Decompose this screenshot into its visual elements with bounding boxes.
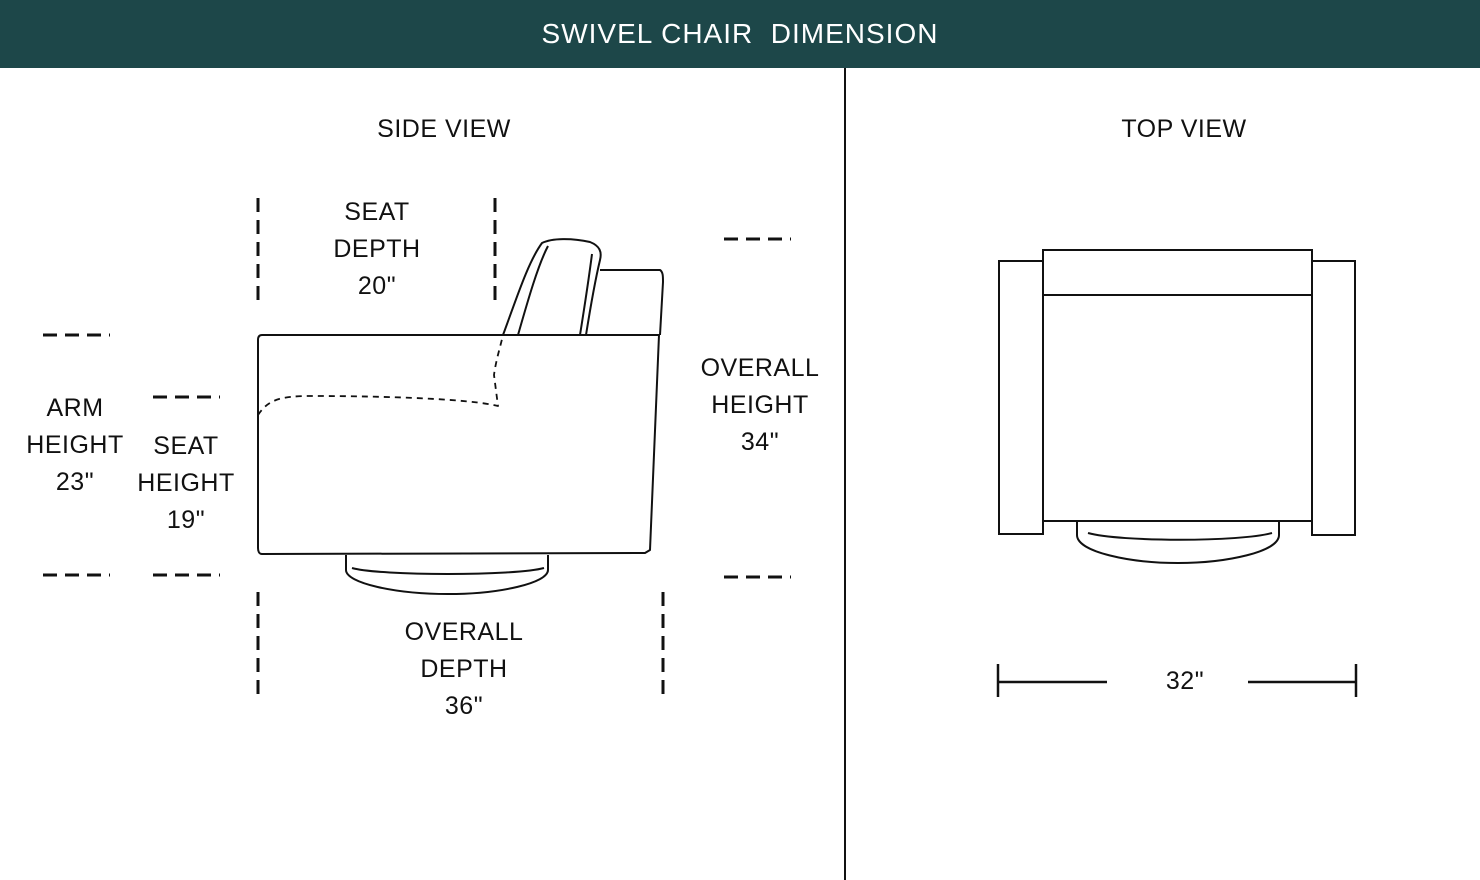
overall-height-value: 34" xyxy=(740,428,780,456)
view-divider xyxy=(844,68,846,880)
top-view-title: TOP VIEW xyxy=(1121,115,1247,143)
seat-height-line2: HEIGHT xyxy=(137,469,235,497)
side-view-title: SIDE VIEW xyxy=(377,115,511,143)
top-view-chair xyxy=(998,249,1356,565)
seat-height-line1: SEAT xyxy=(153,432,219,460)
swivel-base-rim xyxy=(351,567,545,575)
top-view-seat xyxy=(1042,249,1313,522)
arm-height-line2: HEIGHT xyxy=(26,431,124,459)
back-cushion-crease-2 xyxy=(579,253,593,336)
back-cushion-crease xyxy=(517,245,549,336)
overall-depth-value: 36" xyxy=(444,692,484,720)
width-value: 32" xyxy=(1165,667,1205,695)
overall-depth-line2: DEPTH xyxy=(420,655,508,683)
seat-depth-line2: DEPTH xyxy=(333,235,421,263)
overall-height-label: OVERALL HEIGHT 34" xyxy=(690,350,830,461)
seat-depth-line1: SEAT xyxy=(344,198,410,226)
arm-height-label: ARM HEIGHT 23" xyxy=(15,390,135,501)
header-bar: SWIVEL CHAIR DIMENSION xyxy=(0,0,1480,68)
top-view-swivel-base xyxy=(1076,521,1280,565)
seat-height-value: 19" xyxy=(166,506,206,534)
seat-height-label: SEAT HEIGHT 19" xyxy=(126,428,246,539)
chair-body xyxy=(257,334,660,555)
top-view-swivel-rim xyxy=(1087,532,1273,541)
top-view-right-arm xyxy=(1311,260,1356,536)
arm-height-value: 23" xyxy=(55,468,95,496)
seat-depth-label: SEAT DEPTH 20" xyxy=(307,194,447,305)
seat-depth-value: 20" xyxy=(357,272,397,300)
page-title: SWIVEL CHAIR DIMENSION xyxy=(541,18,939,49)
hidden-seat-line xyxy=(257,334,504,416)
overall-depth-label: OVERALL DEPTH 36" xyxy=(394,614,534,725)
side-view-dimension-marks xyxy=(43,198,791,698)
width-dimension-line xyxy=(996,664,1358,697)
overall-height-line1: OVERALL xyxy=(700,354,820,382)
side-view-chair xyxy=(257,238,664,595)
arm-height-line1: ARM xyxy=(46,394,104,422)
overall-depth-line1: OVERALL xyxy=(404,618,524,646)
top-view-left-arm xyxy=(998,260,1044,535)
back-cushion xyxy=(502,238,602,336)
overall-height-line2: HEIGHT xyxy=(711,391,809,419)
swivel-base xyxy=(345,555,549,595)
back-block xyxy=(600,269,664,336)
